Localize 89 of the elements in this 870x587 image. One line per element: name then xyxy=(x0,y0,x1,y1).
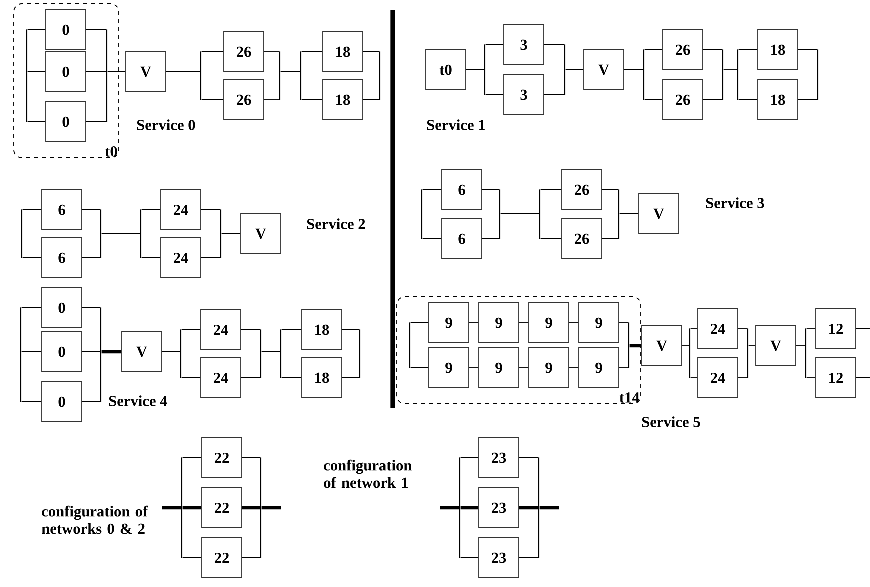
block-box: 24 xyxy=(698,358,738,398)
block-box: 24 xyxy=(160,190,202,230)
note-text: configuration of networks 0 & 2 xyxy=(42,506,148,534)
block-box: 18 xyxy=(302,310,342,350)
connector-line xyxy=(440,506,460,510)
block-box: 0 xyxy=(42,332,82,372)
block-box: V xyxy=(584,50,624,90)
connector-line xyxy=(482,238,500,240)
block-box: 26 xyxy=(662,30,704,70)
connector-line xyxy=(519,506,538,510)
service-label: Service 5 xyxy=(642,416,700,428)
connector-line xyxy=(690,328,698,330)
connector-line xyxy=(569,322,579,324)
connector-line xyxy=(738,328,748,330)
block-box: 9 xyxy=(528,348,570,388)
block-box: 23 xyxy=(478,488,520,528)
connector-line xyxy=(242,506,260,510)
connector-line xyxy=(630,344,642,348)
block-box: 18 xyxy=(758,30,798,70)
block-box: 9 xyxy=(478,348,520,388)
connector-line xyxy=(182,506,202,510)
block-box: 18 xyxy=(758,80,798,120)
block-box: 23 xyxy=(478,438,520,478)
block-box: 9 xyxy=(578,302,620,344)
block-box: 3 xyxy=(504,24,544,66)
block-box: 22 xyxy=(202,438,242,478)
connector-line xyxy=(540,506,559,510)
connector-line xyxy=(602,238,619,240)
service-label: Service 4 xyxy=(109,396,168,406)
block-box: 12 xyxy=(816,358,856,398)
block-box: V xyxy=(638,194,680,234)
block-box: 24 xyxy=(200,310,242,350)
block-box: 24 xyxy=(160,238,202,278)
block-box: 6 xyxy=(442,170,482,210)
block-box: 0 xyxy=(42,382,82,422)
service-label: Service 3 xyxy=(706,198,764,208)
block-box: 9 xyxy=(528,302,570,344)
block-box: 9 xyxy=(428,348,470,388)
block-box: 26 xyxy=(562,170,602,210)
block-box: V xyxy=(756,326,796,366)
block-box: 26 xyxy=(224,80,264,120)
block-box: V xyxy=(240,214,282,254)
connector-line xyxy=(540,238,562,240)
block-box: 9 xyxy=(478,302,520,344)
connector-line xyxy=(856,328,870,330)
block-box: 3 xyxy=(504,74,544,116)
connector-line xyxy=(544,94,565,96)
connector-line xyxy=(262,506,281,510)
connector-line xyxy=(544,44,565,46)
block-box: 9 xyxy=(428,302,470,344)
block-box: 6 xyxy=(42,190,82,230)
block-box: 24 xyxy=(698,308,738,350)
block-box: 26 xyxy=(224,32,264,72)
connector-line xyxy=(485,44,504,46)
block-box: 0 xyxy=(46,102,86,142)
connector-line xyxy=(162,506,182,510)
block-box: 6 xyxy=(42,238,82,278)
block-box: t0 xyxy=(426,50,466,90)
connector-line xyxy=(422,238,442,240)
block-box: 23 xyxy=(478,538,520,578)
block-box: 24 xyxy=(200,358,242,398)
service-label: Service 1 xyxy=(427,120,485,130)
block-box: 26 xyxy=(562,218,602,260)
block-box: V xyxy=(126,52,166,92)
block-box: 0 xyxy=(46,52,86,92)
block-box: 18 xyxy=(302,358,342,398)
connector-line xyxy=(519,322,530,324)
connector-line xyxy=(102,350,122,354)
block-box: 9 xyxy=(578,348,620,388)
block-box: 0 xyxy=(46,10,86,50)
block-box: 6 xyxy=(442,218,482,260)
block-box: 18 xyxy=(322,32,364,72)
service-label: Service 2 xyxy=(307,218,366,230)
block-box: 0 xyxy=(42,288,82,328)
connector-line xyxy=(806,328,816,330)
connector-line xyxy=(485,94,504,96)
block-box: 22 xyxy=(202,488,242,528)
connector-line xyxy=(460,506,479,510)
block-box: 18 xyxy=(322,80,364,120)
note-text: configuration of network 1 xyxy=(324,460,412,488)
block-box: 22 xyxy=(202,538,242,578)
block-box: V xyxy=(122,332,162,372)
connector-line xyxy=(410,322,429,324)
block-box: V xyxy=(642,326,682,366)
block-box: 12 xyxy=(816,308,856,350)
connector-line xyxy=(619,322,629,324)
block-box: 26 xyxy=(662,80,704,120)
service-label: Service 0 xyxy=(137,120,196,130)
connector-line xyxy=(469,322,479,324)
